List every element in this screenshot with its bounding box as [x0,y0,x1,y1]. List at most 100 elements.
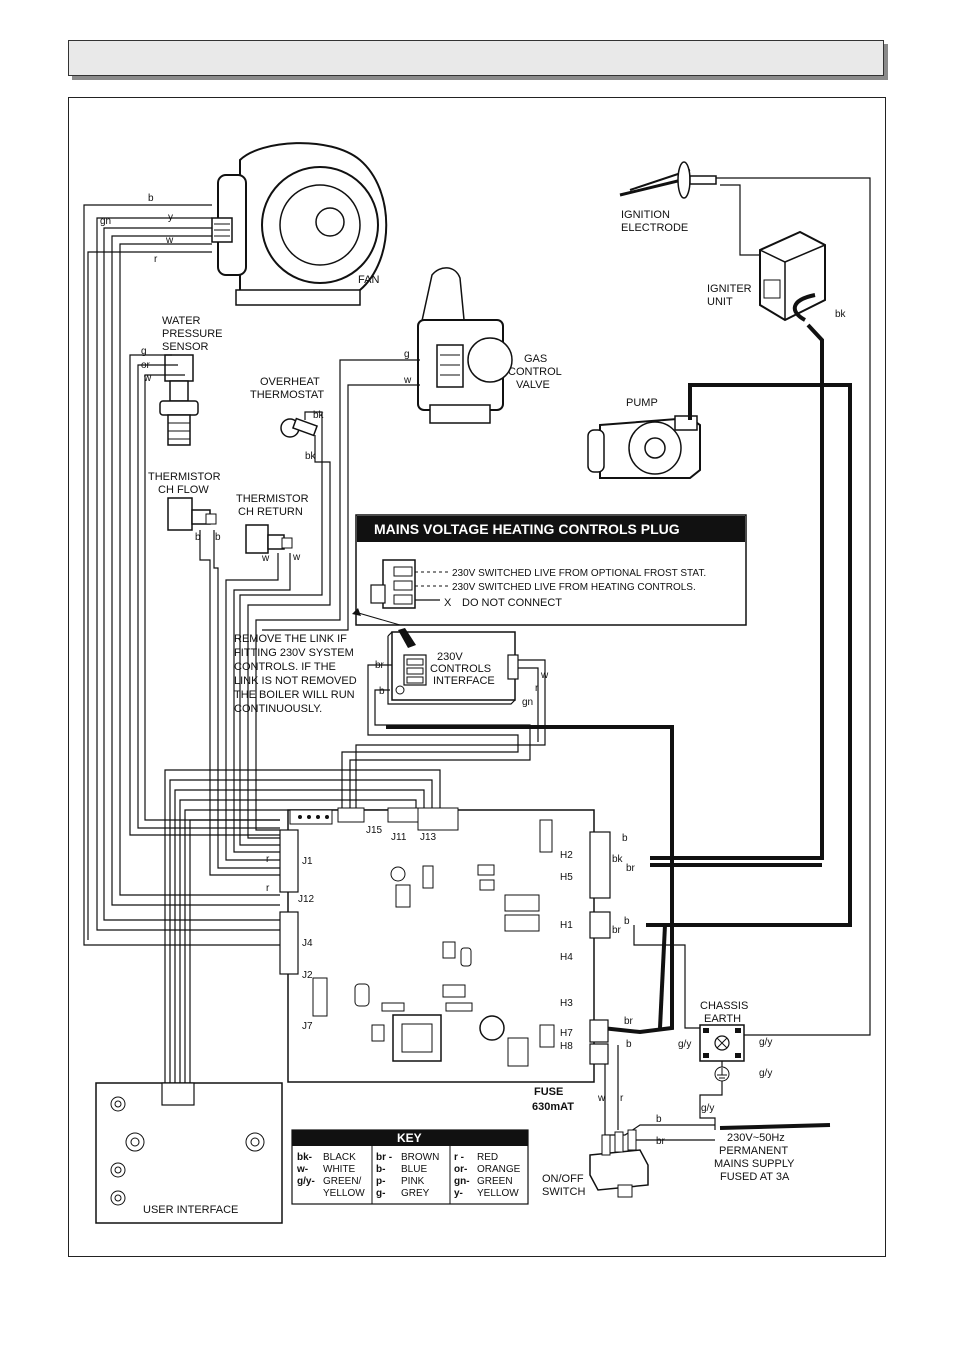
pump-label: PUMP [626,397,658,409]
wire-label-w-tr1: w [261,553,270,564]
link-note-3: CONTROLS. IF THE [234,661,336,673]
key-c3-name-0: RED [477,1152,498,1163]
wire-label-r-j1b: r [266,883,270,894]
key-c1-name-1: WHITE [323,1164,356,1175]
key-c3-name-3: YELLOW [477,1188,519,1199]
water-pressure-sensor [159,354,199,446]
fan [211,142,388,306]
overheat-label-2: THERMOSTAT [250,389,324,401]
chassis-earth-label-2: EARTH [704,1013,741,1025]
wire-label-bk-1: bk [313,410,325,421]
link-note-6: CONTINUOUSLY. [234,703,322,715]
wire-label-gy-3: g/y [759,1068,772,1079]
plug-title: MAINS VOLTAGE HEATING CONTROLS PLUG [374,521,680,537]
key-c1-name-0: BLACK [323,1152,356,1163]
mains-supply-label-2: PERMANENT [719,1145,788,1157]
conn-h5: H5 [560,872,573,883]
wire-label-bk-2: bk [305,451,317,462]
gcv-label-2: CONTROL [508,366,562,378]
ignition-electrode-label-1: IGNITION [621,209,670,221]
wire-label-y: y [168,212,173,223]
wire-label-b-mains: b [656,1114,662,1125]
wire-label-bk-h2: bk [612,854,624,865]
thermistor-flow-label-1: THERMISTOR [148,471,221,483]
thermistor-return [245,524,293,554]
chassis-earth [699,1024,745,1082]
plug-line-1: 230V SWITCHED LIVE FROM OPTIONAL FROST S… [452,568,706,579]
thermistor-flow [167,497,217,531]
key-c2-name-1: BLUE [401,1164,427,1175]
key-c1-name-3: YELLOW [323,1188,365,1199]
conn-j13: J13 [420,832,437,843]
mains-plug-box [352,514,747,626]
conn-j2: J2 [302,970,313,981]
fuse-label-1: FUSE [534,1086,563,1098]
key-c3-code-3: y- [454,1188,463,1199]
conn-h3: H3 [560,998,573,1009]
wps-label-3: SENSOR [162,341,209,353]
fuse-label-2: 630mAT [532,1101,574,1113]
igniter-unit-label-1: IGNITER [707,283,752,295]
ci-label-2: CONTROLS [430,663,491,675]
conn-h4: H4 [560,952,573,963]
gas-control-valve [417,267,513,424]
wire-label-w-sw: w [597,1093,606,1104]
wire-label-g-gcv: g [404,349,410,360]
key-c3-code-2: gn- [454,1176,470,1187]
key-c3-code-1: or- [454,1164,467,1175]
link-note-1: REMOVE THE LINK IF [234,633,347,645]
wire-label-b-h8: b [626,1039,632,1050]
pump [587,415,701,479]
wire-label-b-h2: b [622,833,628,844]
ci-label-1: 230V [437,651,463,663]
overheat-label-1: OVERHEAT [260,376,320,388]
wire-label-w-tr2: w [292,552,301,563]
wps-label-2: PRESSURE [162,328,223,340]
main-pcb [279,807,611,1083]
on-off-label-1: ON/OFF [542,1173,584,1185]
key-c1-name-2: GREEN/ [323,1176,362,1187]
wire-label-r: r [154,254,158,265]
gcv-label-3: VALVE [516,379,550,391]
key-c2-name-3: GREY [401,1188,430,1199]
wire-label-b-ci: b [379,686,385,697]
wire-label-b-tf2: b [215,532,221,543]
wire-label-w: w [165,235,174,246]
conn-h8: H8 [560,1041,573,1052]
key-c2-name-2: PINK [401,1176,425,1187]
conn-h2: H2 [560,850,573,861]
thermistor-return-label-1: THERMISTOR [236,493,309,505]
key-c3-name-1: ORANGE [477,1164,521,1175]
wire-label-br-mains: br [656,1136,666,1147]
mains-supply-label-3: MAINS SUPPLY [714,1158,795,1170]
wire-label-br-h1: br [612,925,622,936]
fan-label: FAN [358,274,379,286]
link-note-2: FITTING 230V SYSTEM [234,647,354,659]
key-c1-code-1: w- [296,1164,308,1175]
wire-label-gn: gn [100,216,111,227]
link-note-4: LINK IS NOT REMOVED [234,675,357,687]
wire-label-br-ci: br [375,660,385,671]
wire-label-br-h2: br [626,863,636,874]
controls-interface [387,628,519,705]
ignition-electrode-label-2: ELECTRODE [621,222,688,234]
ci-label-3: INTERFACE [433,675,495,687]
key-c2-code-0: br - [376,1152,392,1163]
conn-j11: J11 [391,832,407,843]
chassis-earth-label-1: CHASSIS [700,1000,748,1012]
conn-j4: J4 [302,938,313,949]
key-c1-code-0: bk- [297,1152,312,1163]
wire-label-b: b [148,193,154,204]
wire-label-gy-2: g/y [759,1037,772,1048]
key-table [291,1129,529,1205]
wire-label-r-j1a: r [266,854,270,865]
header-bar [68,40,884,76]
wire-label-g: g [141,346,147,357]
conn-j7: J7 [302,1021,313,1032]
link-note-5: THE BOILER WILL RUN [234,689,355,701]
key-c3-name-2: GREEN [477,1176,513,1187]
wire-label-gy-1: g/y [678,1039,691,1050]
on-off-label-2: SWITCH [542,1186,585,1198]
wire-label-w-wps: w [143,373,152,384]
